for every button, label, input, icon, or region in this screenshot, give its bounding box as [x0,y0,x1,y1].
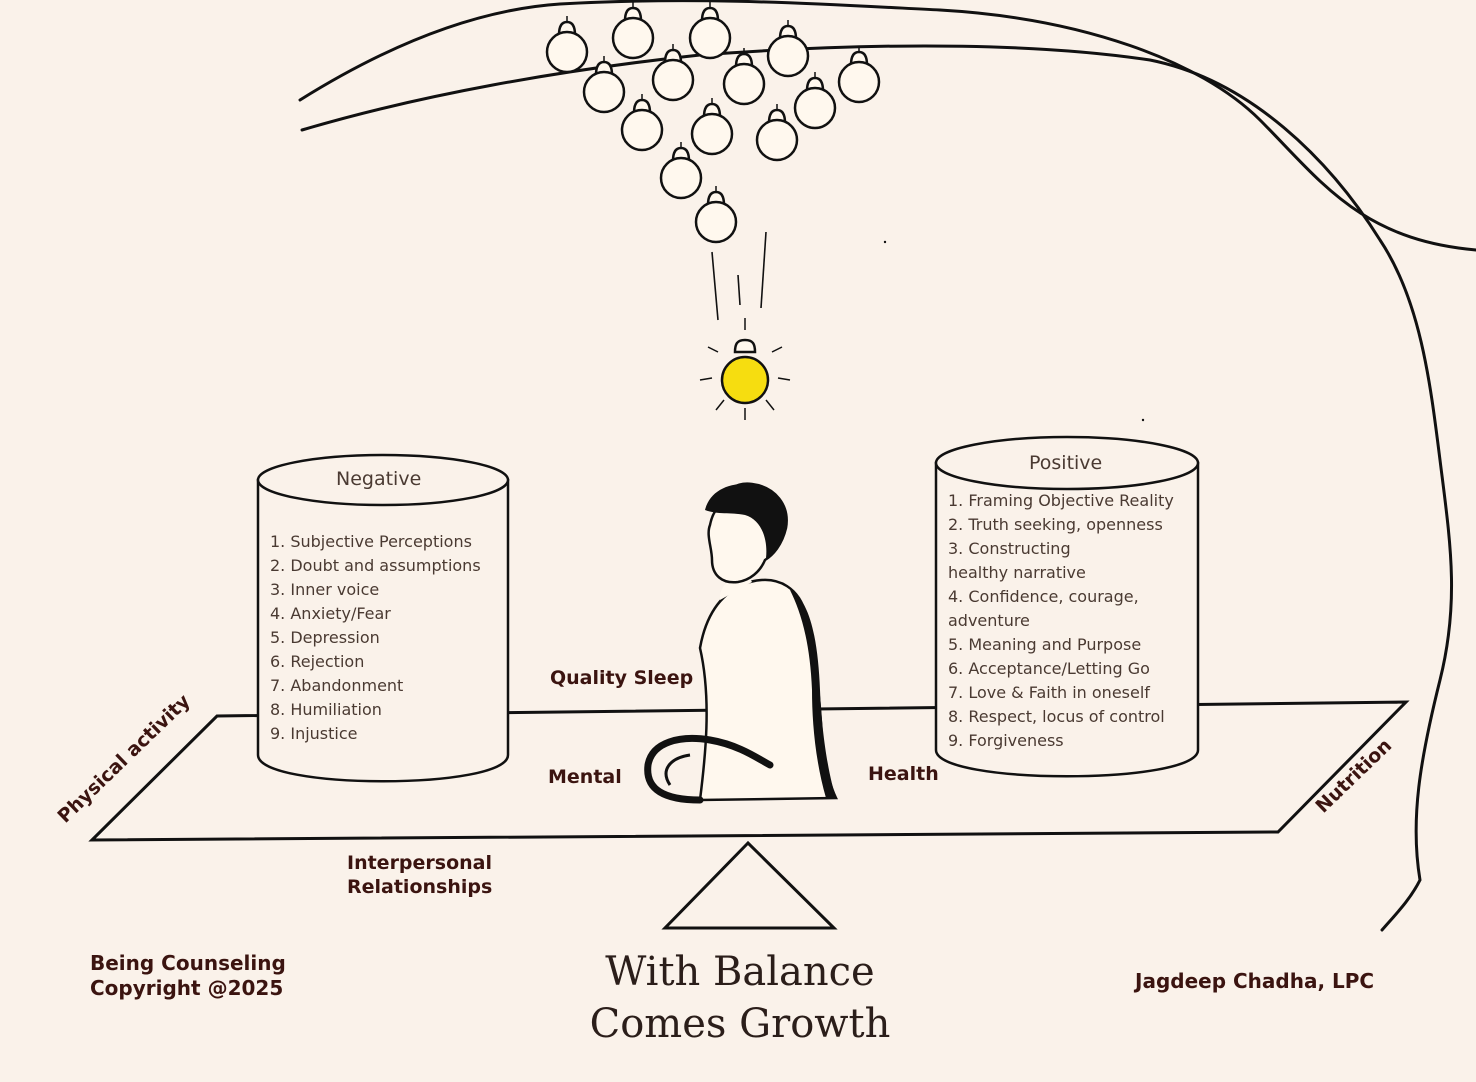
positive-list-item: 7. Love & Faith in oneself [948,683,1150,702]
org-credit: Being Counseling Copyright @2025 [90,951,286,1001]
negative-list-item: 8. Humiliation [270,700,382,719]
falling-lines [711,231,767,321]
positive-list-item: 3. Constructing [948,539,1071,558]
negative-list-item: 7. Abandonment [270,676,404,695]
lightbulb-icon [793,72,837,130]
label-mental: Mental [548,766,622,788]
lightbulb-icon [659,142,703,200]
lightbulb-icon [688,2,732,60]
lightbulb-icon [582,56,626,114]
negative-list-item: 3. Inner voice [270,580,380,599]
positive-list-item: 4. Confidence, courage, [948,587,1139,606]
lightbulb-icon [766,20,810,78]
headline-line2: Comes Growth [589,1001,891,1047]
negative-list: 1. Subjective Perceptions 2. Doubt and as… [270,530,481,746]
lightbulb-icon [620,94,664,152]
positive-list-item: adventure [948,611,1030,630]
label-interpersonal-line1: Interpersonal [347,852,493,874]
lightbulb-icon [837,46,881,104]
lightbulb-icon [651,44,695,102]
positive-list-item: 2. Truth seeking, openness [948,515,1163,534]
positive-title: Positive [1029,452,1103,474]
label-health: Health [868,763,939,785]
negative-list-item: 5. Depression [270,628,380,647]
lightbulb-icon [545,16,589,74]
lightbulb-icon [611,2,655,60]
negative-container [256,453,510,783]
negative-list-item: 2. Doubt and assumptions [270,556,481,575]
positive-list-item: 6. Acceptance/Letting Go [948,659,1150,678]
lightbulb-icon [755,104,799,162]
positive-list-item: 1. Framing Objective Reality [948,491,1174,510]
seesaw-plank [88,700,1410,842]
negative-list-item: 6. Rejection [270,652,365,671]
negative-list-item: 9. Injustice [270,724,358,743]
lightbulb-icon [722,48,766,106]
positive-list-item: 8. Respect, locus of control [948,707,1165,726]
negative-title: Negative [336,468,422,490]
lightbulb-cluster [545,2,881,244]
lit-lightbulb-icon [699,318,791,420]
author-credit: Jagdeep Chadha, LPC [1135,969,1375,993]
headline: With Balance Comes Growth [520,946,960,1050]
org-line2: Copyright @2025 [90,976,284,1000]
positive-list: 1. Framing Objective Reality 2. Truth see… [948,489,1174,753]
meditating-person [644,482,839,804]
positive-list-item: 9. Forgiveness [948,731,1064,750]
label-quality-sleep: Quality Sleep [550,667,694,689]
negative-list-item: 4. Anxiety/Fear [270,604,391,623]
negative-list-item: 1. Subjective Perceptions [270,532,472,551]
lightbulb-icon [694,186,738,244]
positive-list-item: healthy narrative [948,563,1086,582]
fulcrum-triangle [661,840,838,930]
label-interpersonal: Interpersonal Relationships [347,852,492,900]
lightbulb-icon [690,98,734,156]
label-interpersonal-line2: Relationships [347,875,493,898]
branch-curves [298,0,1476,932]
headline-line1: With Balance [605,949,875,995]
org-line1: Being Counseling [90,951,286,975]
positive-container [934,435,1200,778]
positive-list-item: 5. Meaning and Purpose [948,635,1142,654]
